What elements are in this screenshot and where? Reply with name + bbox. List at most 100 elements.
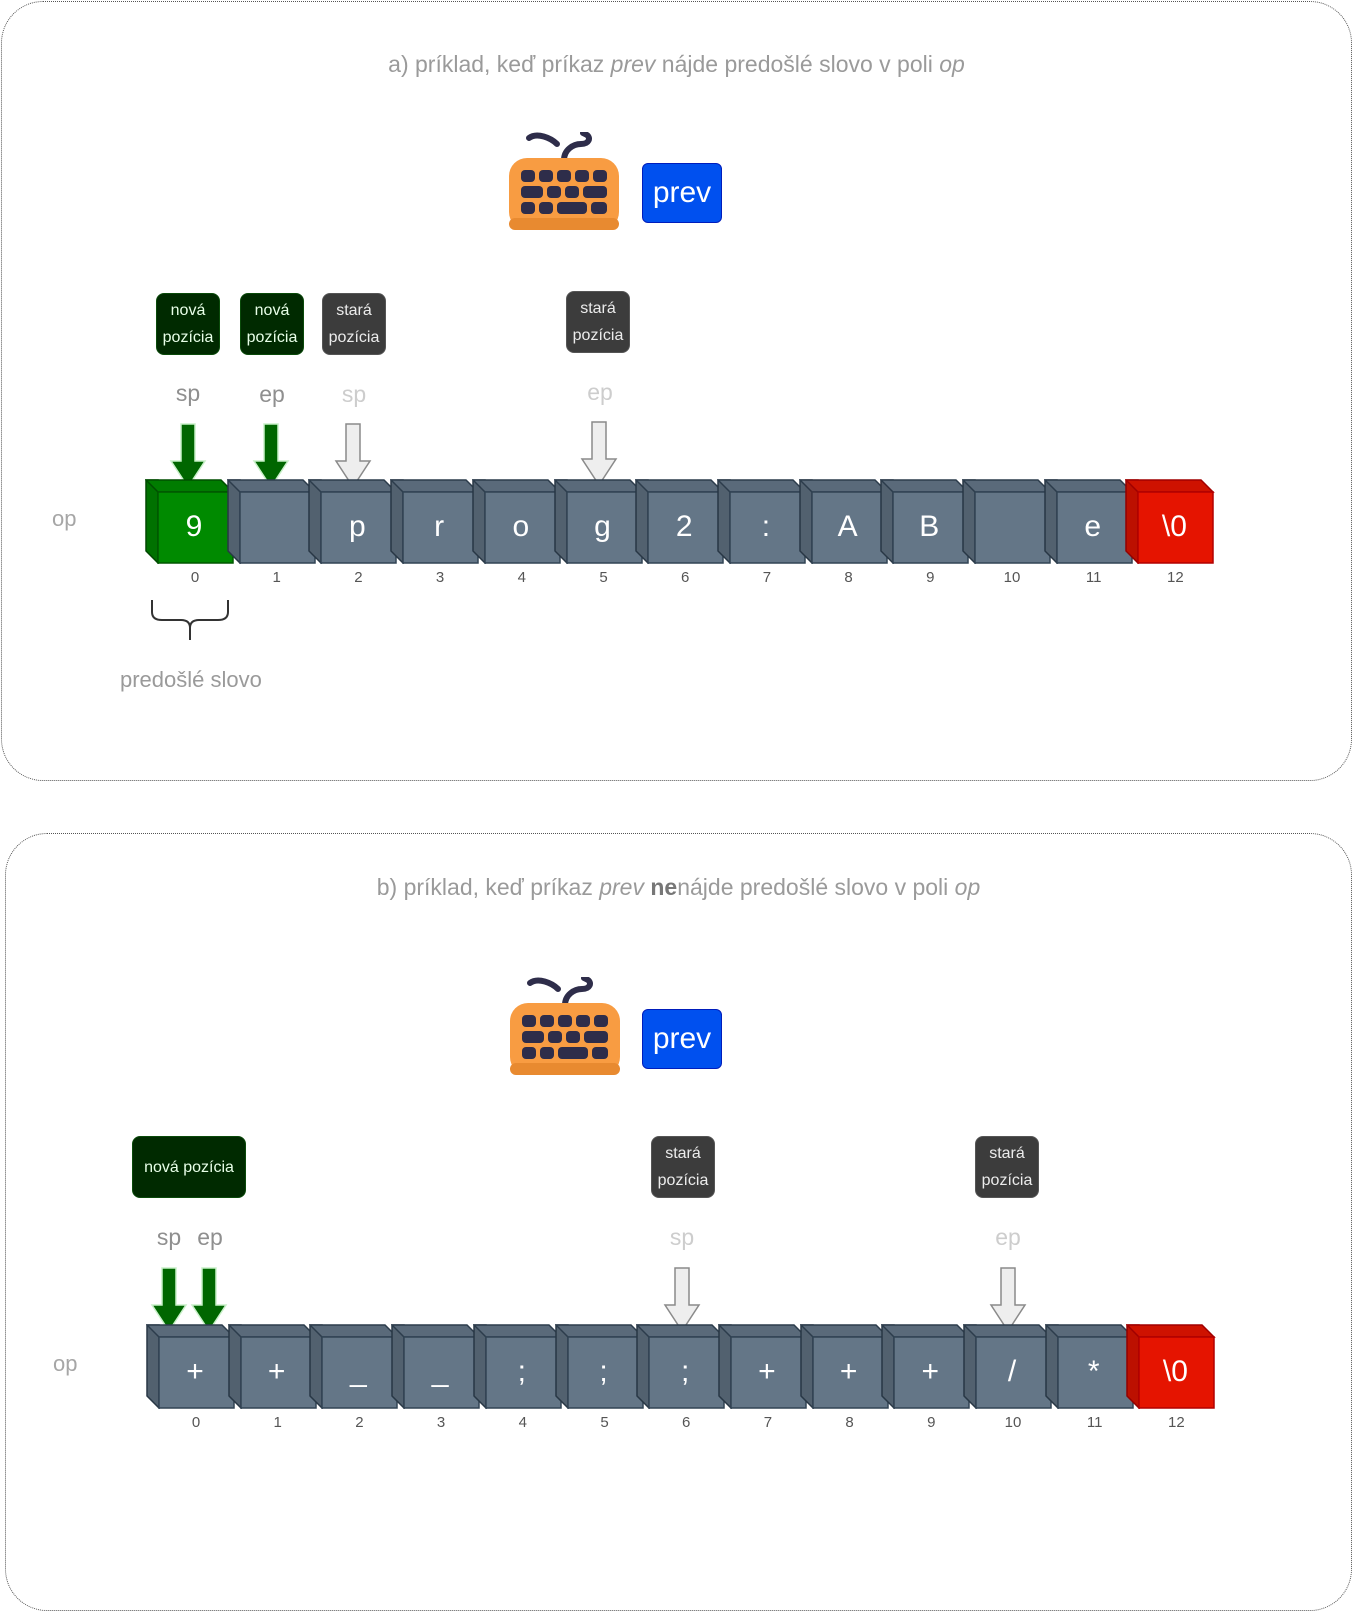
array-index: 10 bbox=[1003, 569, 1021, 586]
sp-new-label: sp bbox=[156, 1224, 182, 1250]
array-cell: _ bbox=[309, 1324, 400, 1409]
array-cell-value: r bbox=[434, 510, 445, 543]
array-label-op: op bbox=[52, 506, 77, 531]
array-cell-value: + bbox=[267, 1355, 286, 1388]
array-index: 9 bbox=[927, 1414, 936, 1431]
array-cell-value: ; bbox=[599, 1355, 608, 1388]
keyboard-icon bbox=[509, 132, 619, 230]
new-position-box: nová pozícia bbox=[132, 1136, 246, 1198]
array-index: 1 bbox=[273, 1414, 282, 1431]
keyboard-icon bbox=[510, 977, 620, 1075]
array-index: 1 bbox=[272, 569, 281, 586]
ep-old-arrow-icon bbox=[580, 421, 618, 487]
array-cell-value: + bbox=[186, 1355, 204, 1388]
array-index: 7 bbox=[763, 1414, 773, 1431]
array-index: 9 bbox=[926, 569, 935, 586]
array-cell-value: A bbox=[837, 510, 858, 543]
curly-brace-icon bbox=[151, 600, 229, 640]
array-cell-value: \0 bbox=[1161, 510, 1187, 543]
array-cell-value: + bbox=[921, 1355, 940, 1388]
array-cell-value: _ bbox=[431, 1355, 449, 1388]
sp-old-label: sp bbox=[341, 381, 367, 407]
array-cell: + bbox=[227, 1324, 318, 1409]
ep-new-arrow-icon bbox=[252, 423, 290, 489]
array-cell-value: + bbox=[839, 1355, 858, 1388]
array-index: 2 bbox=[354, 569, 363, 586]
array-index: 5 bbox=[599, 569, 608, 586]
array-index: 12 bbox=[1168, 1414, 1185, 1431]
sp-new-arrow-icon bbox=[169, 423, 207, 489]
array-cell-value: o bbox=[512, 510, 530, 543]
array-index: 3 bbox=[435, 569, 445, 586]
prev-button[interactable]: prev bbox=[642, 1009, 722, 1069]
array-op-b: + + _ _;;; + + + / * \0 bbox=[146, 1324, 1236, 1409]
array-index: 8 bbox=[845, 1414, 854, 1431]
array-index: 4 bbox=[518, 1414, 527, 1431]
array-cell-value: ; bbox=[517, 1355, 526, 1388]
array-cell-value bbox=[239, 491, 313, 563]
array-cell: + bbox=[799, 1324, 890, 1409]
array-cell: * bbox=[1044, 1324, 1135, 1409]
array-cell: B bbox=[880, 479, 971, 564]
array-cell-value: : bbox=[761, 510, 771, 543]
array-cell: + bbox=[881, 1324, 972, 1409]
array-cell-value: B bbox=[919, 510, 940, 543]
array-cell: p bbox=[308, 479, 399, 564]
array-cell: / bbox=[963, 1324, 1053, 1409]
panel-b-title: b) príklad, keď príkaz prev nenájde pred… bbox=[376, 874, 981, 900]
array-index: 0 bbox=[190, 569, 200, 586]
prev-button[interactable]: prev bbox=[642, 163, 722, 223]
array-cell-value: 2 bbox=[675, 510, 693, 543]
array-cell-value: 9 bbox=[185, 510, 203, 543]
array-index: 11 bbox=[1085, 569, 1102, 586]
array-cell-terminator: \0 bbox=[1125, 479, 1216, 564]
sp-old-label: sp bbox=[669, 1224, 695, 1250]
array-index: 4 bbox=[517, 569, 526, 586]
brace-label: predošlé slovo bbox=[120, 667, 262, 692]
sp-old-arrow-icon bbox=[663, 1267, 701, 1333]
array-cell-value: ; bbox=[681, 1355, 690, 1388]
array-index: 7 bbox=[762, 569, 772, 586]
array-index: 0 bbox=[191, 1414, 201, 1431]
array-cell-value: * bbox=[1087, 1355, 1100, 1388]
array-index: 10 bbox=[1004, 1414, 1022, 1431]
array-cell: ; bbox=[636, 1324, 726, 1409]
array-cell: g bbox=[553, 479, 644, 564]
array-cell: 9 bbox=[145, 479, 235, 564]
array-index: 6 bbox=[681, 569, 690, 586]
ep-old-label: ep bbox=[587, 379, 613, 405]
array-cell: + bbox=[717, 1324, 808, 1409]
array-cell: 2 bbox=[635, 479, 725, 564]
array-label-op: op bbox=[53, 1351, 78, 1376]
array-index: 5 bbox=[600, 1414, 609, 1431]
array-cell: ; bbox=[472, 1324, 563, 1409]
sp-new-label: sp bbox=[175, 380, 201, 406]
array-index: 3 bbox=[436, 1414, 446, 1431]
array-cell-value: _ bbox=[350, 1355, 367, 1388]
ep-old-arrow-icon bbox=[989, 1267, 1027, 1333]
array-cell-value: e bbox=[1084, 510, 1102, 543]
ep-old-label: ep bbox=[995, 1224, 1021, 1250]
panel-a: a) príklad, keď príkaz prev nájde predoš… bbox=[1, 1, 1352, 781]
array-cell: A bbox=[798, 479, 889, 564]
ep-new-label: ep bbox=[197, 1224, 223, 1250]
sp-old-arrow-icon bbox=[334, 423, 372, 489]
array-cell-value: \0 bbox=[1162, 1355, 1188, 1388]
array-index: 12 bbox=[1167, 569, 1184, 586]
array-cell: o bbox=[471, 479, 562, 564]
array-index: 11 bbox=[1086, 1414, 1103, 1431]
array-cell: e bbox=[1043, 479, 1134, 564]
array-index: 2 bbox=[355, 1414, 364, 1431]
array-cell: : bbox=[716, 479, 807, 564]
array-cell bbox=[962, 479, 1052, 564]
array-cell-value: p bbox=[349, 510, 366, 543]
array-cell: r bbox=[390, 479, 480, 564]
array-cell-value bbox=[974, 491, 1048, 563]
